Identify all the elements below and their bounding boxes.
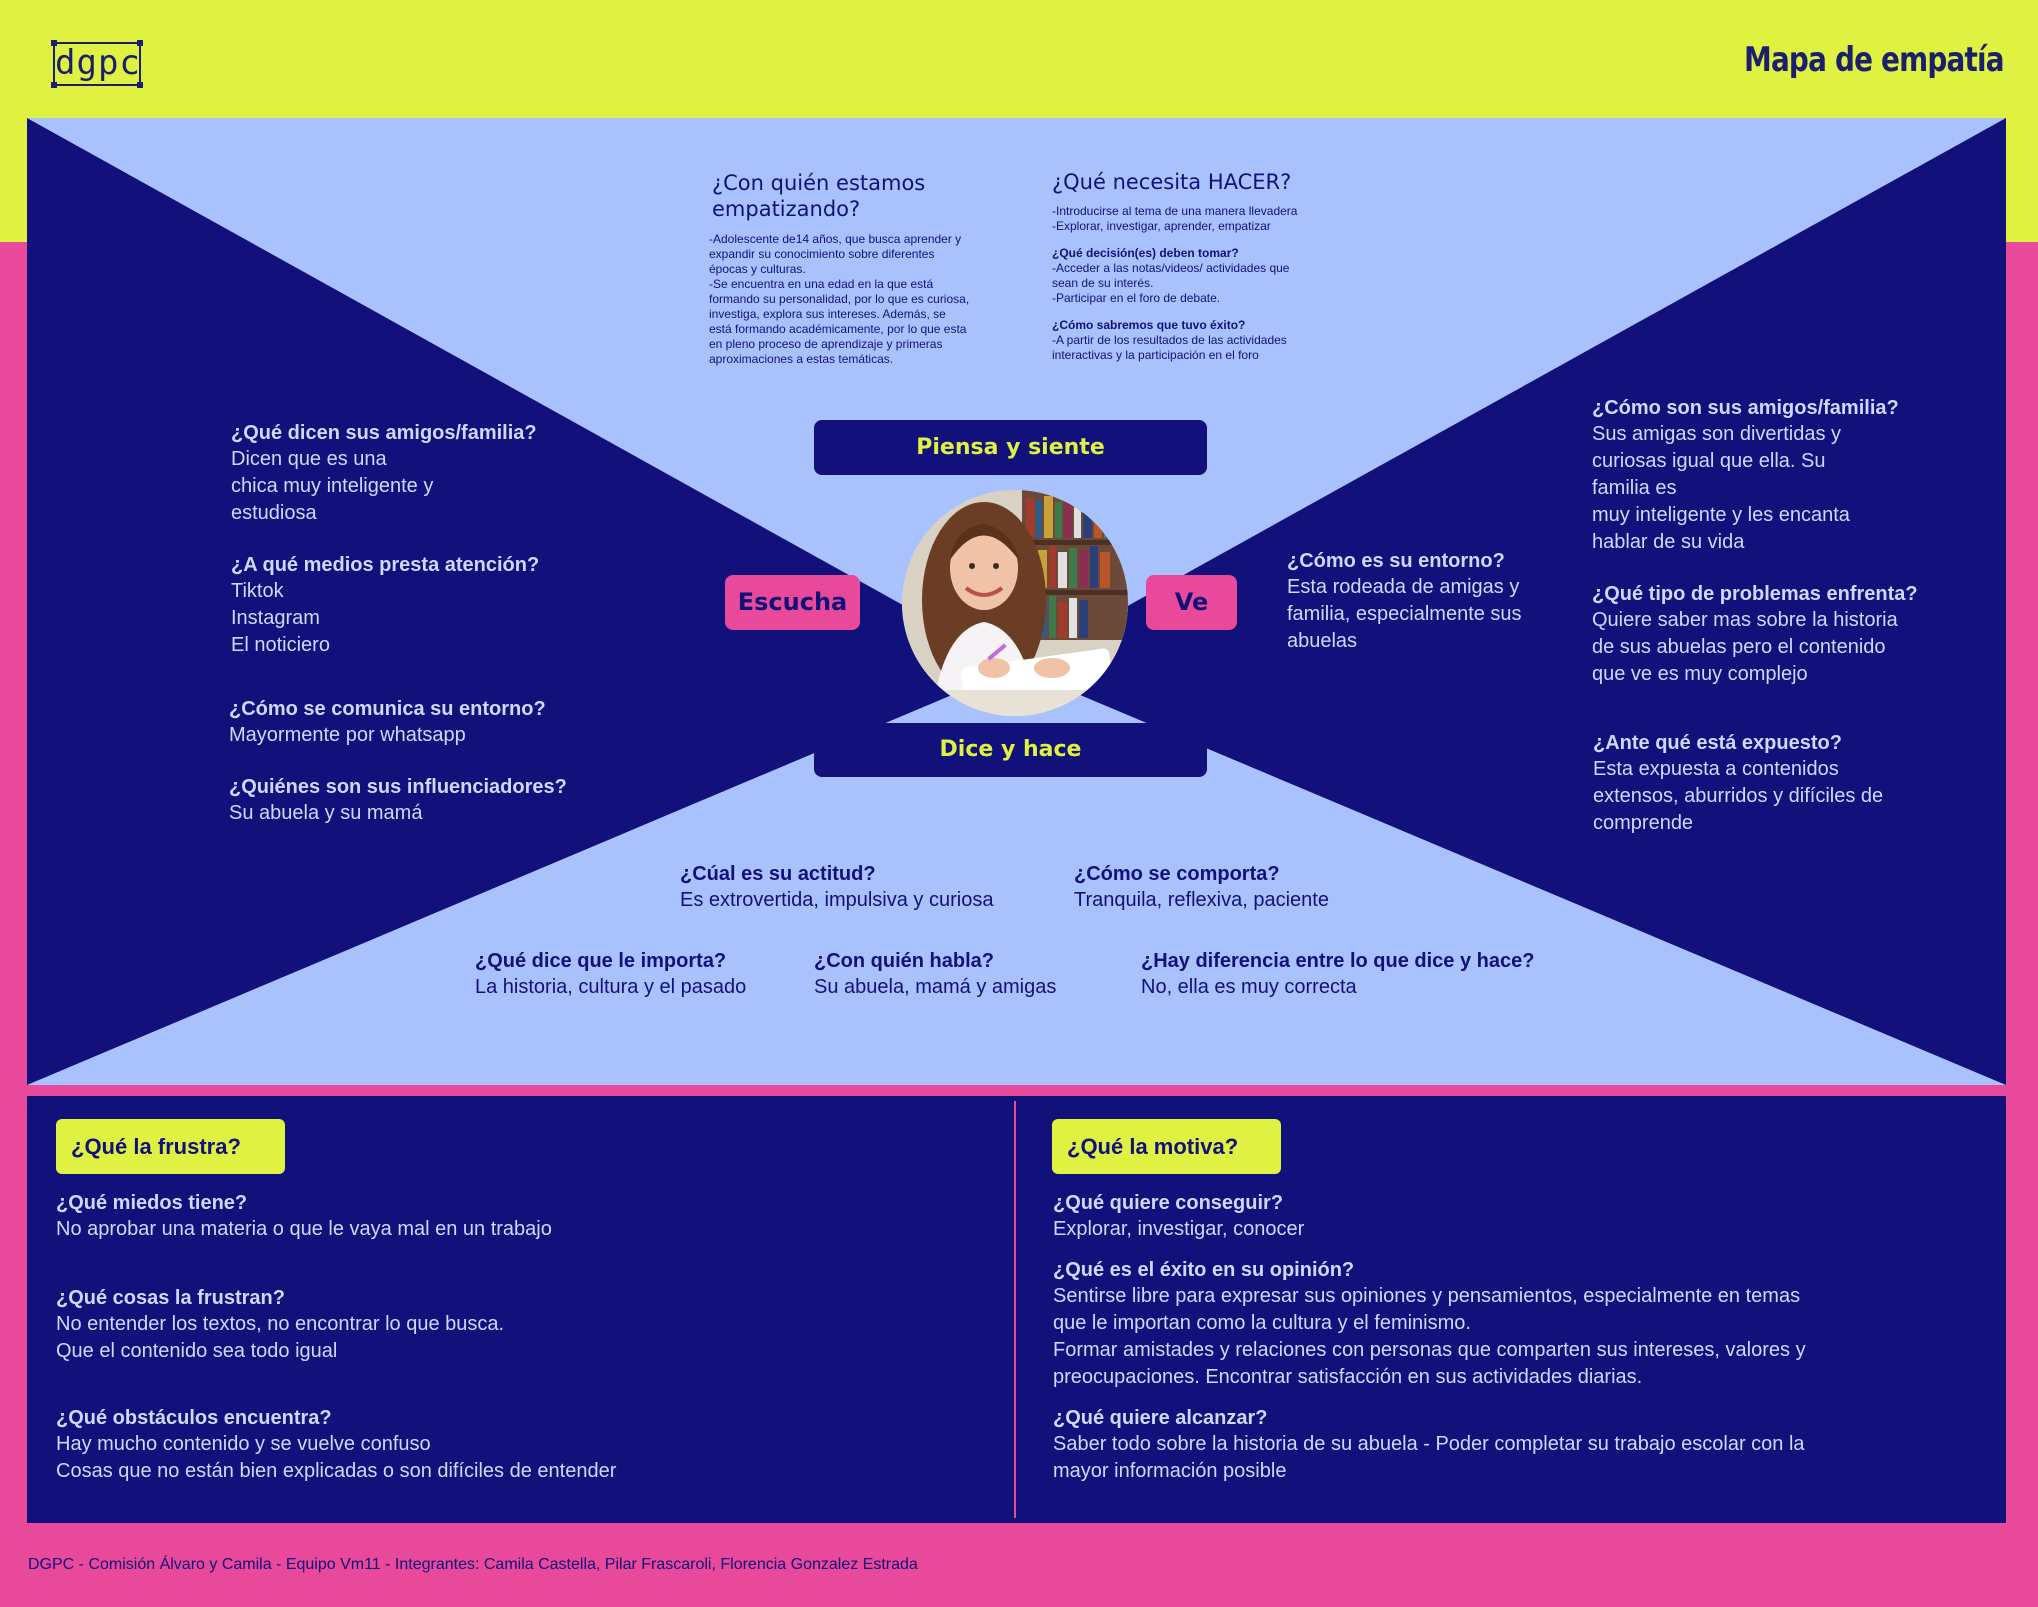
escucha-section-lower: ¿Cómo se comunica su entorno? Mayormente…: [229, 696, 629, 827]
escucha-question: ¿Cómo se comunica su entorno?: [229, 698, 546, 720]
top-triangle: [27, 118, 2006, 668]
dice-answer: La historia, cultura y el pasado: [475, 976, 747, 998]
teen-girl-avatar: [902, 490, 1128, 716]
frustra-item: ¿Qué cosas la frustran? No entender los …: [56, 1285, 986, 1365]
escucha-item: ¿A qué medios presta atención? Tiktok In…: [231, 552, 631, 659]
escucha-item: ¿Quiénes son sus influenciadores? Su abu…: [229, 774, 629, 827]
motiva-item: ¿Qué quiere alcanzar? Saber todo sobre l…: [1053, 1405, 1993, 1485]
frustra-section: ¿Qué miedos tiene? No aprobar una materi…: [56, 1190, 986, 1485]
ve-section: ¿Cómo son sus amigos/familia? Sus amigas…: [1592, 395, 1992, 688]
dice-answer: Su abuela, mamá y amigas: [814, 976, 1057, 998]
motiva-answer: Explorar, investigar, conocer: [1053, 1218, 1305, 1240]
dice-question: ¿Qué dice que le importa?: [475, 950, 727, 972]
empathize-text: -Adolescente de14 años, que busca aprend…: [709, 232, 970, 366]
motiva-question: ¿Qué es el éxito en su opinión?: [1053, 1259, 1355, 1281]
logo-text: dgpc: [55, 43, 141, 83]
frustra-item: ¿Qué obstáculos encuentra? Hay mucho con…: [56, 1405, 986, 1485]
dice-item: ¿Con quién habla? Su abuela, mamá y amig…: [814, 948, 1114, 1001]
ve-item: ¿Cómo son sus amigos/familia? Sus amigas…: [1592, 395, 1992, 556]
ve-question: ¿Cómo son sus amigos/familia?: [1592, 397, 1899, 419]
frustra-question: ¿Qué miedos tiene?: [56, 1192, 248, 1214]
dice-answer: Es extrovertida, impulsiva y curiosa: [680, 889, 994, 911]
dice-item: ¿Cómo se comporta? Tranquila, reflexiva,…: [1074, 861, 1434, 914]
ve-item: ¿Qué tipo de problemas enfrenta? Quiere …: [1592, 581, 1992, 688]
needs-decision-text: -Acceder a las notas/videos/ actividades…: [1052, 261, 1290, 305]
needs-success-text: -A partir de los resultados de las activ…: [1052, 333, 1287, 362]
dice-question: ¿Cúal es su actitud?: [680, 863, 876, 885]
dice-item: ¿Qué dice que le importa? La historia, c…: [475, 948, 805, 1001]
ve-entorno-item: ¿Cómo es su entorno? Esta rodeada de ami…: [1287, 548, 1577, 655]
escucha-question: ¿Quiénes son sus influenciadores?: [229, 776, 567, 798]
escucha-section: ¿Qué dicen sus amigos/familia? Dicen que…: [231, 420, 631, 659]
ve-answer: Quiere saber mas sobre la historia de su…: [1592, 609, 1898, 685]
teen-girl-photo-icon: [902, 490, 1128, 716]
bottom-divider: [1014, 1101, 1016, 1518]
motiva-tag: ¿Qué la motiva?: [1052, 1119, 1281, 1174]
frustra-answer: No entender los textos, no encontrar lo …: [56, 1313, 505, 1362]
escucha-answer: Dicen que es una chica muy inteligente y…: [231, 448, 434, 524]
empathize-title: ¿Con quién estamos empatizando?: [712, 171, 926, 221]
escucha-answer: Su abuela y su mamá: [229, 802, 423, 824]
footer-credits: DGPC - Comisión Álvaro y Camila - Equipo…: [28, 1556, 918, 1573]
escucha-question: ¿A qué medios presta atención?: [231, 554, 540, 576]
dice-item: ¿Hay diferencia entre lo que dice y hace…: [1141, 948, 1591, 1001]
motiva-answer: Sentirse libre para expresar sus opinion…: [1053, 1285, 1806, 1388]
escucha-item: ¿Cómo se comunica su entorno? Mayormente…: [229, 696, 629, 749]
frustra-question: ¿Qué cosas la frustran?: [56, 1287, 285, 1309]
label-escucha: Escucha: [725, 575, 860, 630]
dgpc-logo: dgpc: [51, 40, 143, 88]
dice-question: ¿Hay diferencia entre lo que dice y hace…: [1141, 950, 1535, 972]
motiva-question: ¿Qué quiere conseguir?: [1053, 1192, 1284, 1214]
needs-title: ¿Qué necesita HACER?: [1052, 170, 1292, 194]
escucha-answer: Mayormente por whatsapp: [229, 724, 466, 746]
label-piensa-y-siente: Piensa y siente: [814, 420, 1207, 475]
motiva-item: ¿Qué es el éxito en su opinión? Sentirse…: [1053, 1257, 1993, 1391]
bottom-panel: ¿Qué la frustra? ¿Qué miedos tiene? No a…: [27, 1096, 2006, 1523]
dice-question: ¿Con quién habla?: [814, 950, 994, 972]
needs-success-question: ¿Cómo sabremos que tuvo éxito?: [1052, 318, 1246, 332]
empathize-section: ¿Con quién estamos empatizando? -Adolesc…: [709, 170, 1012, 367]
ve-entorno-question: ¿Cómo es su entorno?: [1287, 550, 1505, 572]
ve-question: ¿Qué tipo de problemas enfrenta?: [1592, 583, 1918, 605]
escucha-question: ¿Qué dicen sus amigos/familia?: [231, 422, 537, 444]
ve-entorno-answer: Esta rodeada de amigas y familia, especi…: [1287, 576, 1522, 652]
ve-question: ¿Ante qué está expuesto?: [1593, 732, 1842, 754]
motiva-question: ¿Qué quiere alcanzar?: [1053, 1407, 1268, 1429]
bottom-triangle: [27, 668, 2006, 1085]
needs-section: ¿Qué necesita HACER? -Introducirse al te…: [1052, 169, 1372, 363]
motiva-item: ¿Qué quiere conseguir? Explorar, investi…: [1053, 1190, 1993, 1243]
motiva-section: ¿Qué quiere conseguir? Explorar, investi…: [1053, 1190, 1993, 1485]
needs-text: -Introducirse al tema de una manera llev…: [1052, 204, 1298, 233]
dice-question: ¿Cómo se comporta?: [1074, 863, 1280, 885]
label-ve: Ve: [1146, 575, 1237, 630]
label-dice-y-hace: Dice y hace: [814, 723, 1207, 777]
needs-decision-question: ¿Qué decisión(es) deben tomar?: [1052, 246, 1239, 260]
frustra-question: ¿Qué obstáculos encuentra?: [56, 1407, 332, 1429]
ve-answer: Esta expuesta a contenidos extensos, abu…: [1593, 758, 1884, 834]
dice-answer: No, ella es muy correcta: [1141, 976, 1357, 998]
escucha-answer: Tiktok Instagram El noticiero: [231, 580, 330, 656]
frustra-answer: Hay mucho contenido y se vuelve confuso …: [56, 1433, 617, 1482]
frustra-answer: No aprobar una materia o que le vaya mal…: [56, 1218, 552, 1240]
escucha-item: ¿Qué dicen sus amigos/familia? Dicen que…: [231, 420, 631, 527]
ve-section-lower: ¿Ante qué está expuesto? Esta expuesta a…: [1593, 730, 1993, 837]
frustra-item: ¿Qué miedos tiene? No aprobar una materi…: [56, 1190, 986, 1243]
frustra-tag: ¿Qué la frustra?: [56, 1119, 285, 1174]
page-title: Mapa de empatía: [1744, 40, 2005, 80]
dice-item: ¿Cúal es su actitud? Es extrovertida, im…: [680, 861, 1060, 914]
ve-answer: Sus amigas son divertidas y curiosas igu…: [1592, 423, 1850, 553]
motiva-answer: Saber todo sobre la historia de su abuel…: [1053, 1433, 1805, 1482]
dice-answer: Tranquila, reflexiva, paciente: [1074, 889, 1329, 911]
